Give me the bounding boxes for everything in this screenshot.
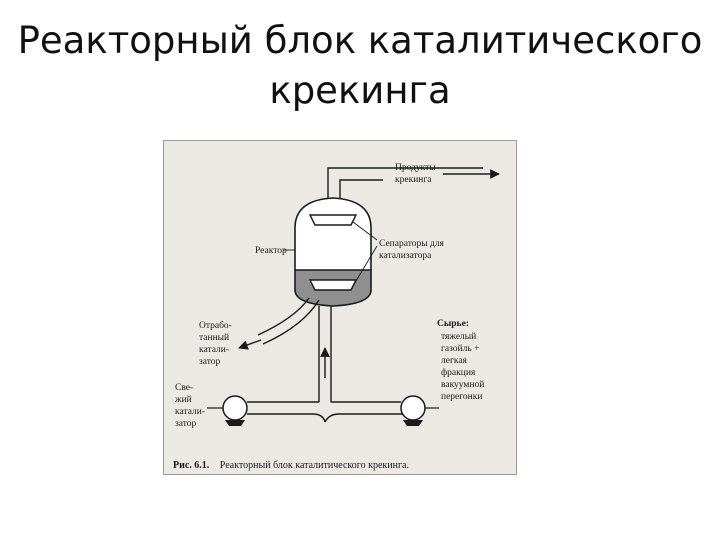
separator-leaders [352,221,378,287]
fresh-catalyst-pump [222,395,248,426]
upper-separator [308,214,358,226]
slide-title-line-1: Реакторный блок каталитического [17,19,703,62]
feed-label-line-3: легкая [441,356,468,366]
reactor-diagram: Продукты крекинга Реактор Сепараторы для… [163,140,517,475]
slide-title: Реакторный блок каталитического крекинга [0,16,720,116]
spent-catalyst-pipe [257,297,320,345]
separators-label-line-2: катализатора [379,251,432,261]
products-outlet-pipe [327,167,483,200]
feed-label-line-2: газойль + [441,343,479,354]
feed-label-line-4: фракция [441,367,476,378]
slide-title-line-2: крекинга [269,69,451,112]
lower-separator [308,279,358,291]
feed-pump [400,395,426,426]
fresh-catalyst-label-line-1: Све- [175,383,193,393]
reactor-label: Реактор [255,246,287,256]
reactor-diagram-figure: Продукты крекинга Реактор Сепараторы для… [163,140,517,475]
feed-label-line-5: вакуумной [441,379,484,390]
fresh-catalyst-label-line-3: катали- [175,407,205,417]
feed-label-line-1: тяжелый [441,331,476,342]
figure-caption-text: Реакторный блок каталитического крекинга… [220,460,409,471]
spent-catalyst-label-line-1: Отрабо- [199,320,232,331]
spent-catalyst-label-line-4: затор [199,357,220,367]
products-label-line-2: крекинга [395,175,432,185]
figure-caption-number: Рис. 6.1. [173,460,210,471]
spent-catalyst-label-line-3: катали- [199,345,229,355]
feed-pipes [247,401,411,423]
riser-pipe [318,306,332,402]
spent-catalyst-arrow [238,339,262,350]
feed-label-line-6: перегонки [441,392,482,402]
separators-label-line-1: Сепараторы для [379,239,445,249]
spent-catalyst-label-line-2: танный [199,332,229,343]
fresh-catalyst-label-line-4: затор [175,419,196,429]
figure-caption: Рис. 6.1. Реакторный блок каталитическог… [173,455,409,472]
figure-border [163,140,517,475]
products-label-line-1: Продукты [395,163,436,173]
feed-label-title: Сырье: [437,319,469,329]
fresh-catalyst-label-line-2: жий [174,394,192,405]
